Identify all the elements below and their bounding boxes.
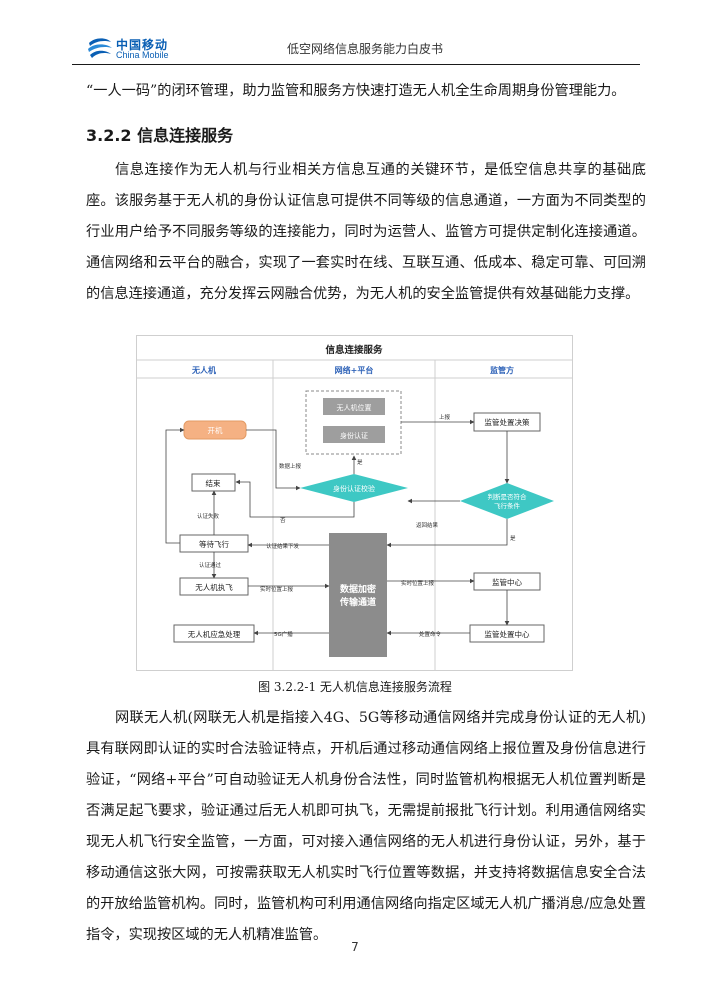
node-wait-label: 等待飞行 bbox=[199, 539, 229, 549]
edge-judge-to-channel bbox=[386, 519, 508, 548]
edge-label-auth-result-down: 认证结果下发 bbox=[266, 542, 300, 550]
edge-label-yes1: 是 bbox=[357, 459, 363, 466]
report-info-group bbox=[305, 390, 402, 455]
node-data-channel bbox=[329, 533, 387, 657]
node-judge bbox=[460, 483, 554, 519]
node-location-label: 无人机位置 bbox=[337, 403, 372, 412]
section-heading: 3.2.2 信息连接服务 bbox=[86, 126, 234, 145]
flow-diagram-svg: 信息连接服务 无人机 网络+平台 监管方 无人机位置 身份认证 开机 结束 身份… bbox=[136, 335, 573, 671]
lane-header-network: 网络+平台 bbox=[335, 365, 374, 375]
edge-label-auth-pass: 认证通过 bbox=[199, 561, 222, 569]
edge-label-disposal-cmd: 处置命令 bbox=[419, 630, 442, 638]
node-identity-label: 身份认证 bbox=[340, 431, 368, 440]
edge-label-return-result: 返回结果 bbox=[416, 521, 439, 529]
edge-label-realtime-up2: 实时位置上报 bbox=[401, 579, 435, 587]
edge-label-broadcast: 5G广播 bbox=[274, 630, 293, 638]
edge-label-yes2: 是 bbox=[510, 535, 516, 542]
paragraph-info-connection: 信息连接作为无人机与行业相关方信息互通的关键环节，是低空信息共享的基础底座。该服… bbox=[86, 162, 646, 302]
edge-label-upload: 上报 bbox=[439, 413, 451, 421]
node-supervision-center-label: 监管中心 bbox=[492, 577, 522, 587]
node-disposal-center-label: 监管处置中心 bbox=[485, 629, 530, 639]
lane-header-regulator: 监管方 bbox=[490, 365, 514, 375]
page-header: 中国移动 China Mobile 低空网络信息服务能力白皮书 bbox=[72, 30, 640, 66]
edge-poweron-to-verify bbox=[246, 429, 301, 491]
node-judge-label-2: 飞行条件 bbox=[494, 501, 521, 510]
page-number: 7 bbox=[351, 940, 359, 954]
paragraph-networked-drone: 网联无人机(网联无人机是指接入4G、5G等移动通信网络并完成身份认证的无人机)具… bbox=[86, 710, 646, 943]
node-verify-label: 身份认证校验 bbox=[333, 484, 375, 493]
node-identity bbox=[323, 426, 385, 443]
paragraph-intro: “一人一码”的闭环管理，助力监管和服务方快速打造无人机全生命周期身份管理能力。 bbox=[86, 83, 626, 99]
diagram-connectors bbox=[165, 419, 510, 636]
info-connection-flow-diagram: 信息连接服务 无人机 网络+平台 监管方 无人机位置 身份认证 开机 结束 身份… bbox=[136, 335, 573, 671]
node-data-channel-label-2: 传输通道 bbox=[339, 596, 376, 608]
edge-verify-to-end bbox=[235, 479, 355, 518]
edge-label-no1: 否 bbox=[280, 517, 286, 524]
lane-header-drone: 无人机 bbox=[191, 365, 216, 375]
node-judge-label-1: 判断是否符合 bbox=[488, 492, 528, 501]
figure-caption: 图 3.2.2-1 无人机信息连接服务流程 bbox=[258, 680, 452, 694]
node-power-on-label: 开机 bbox=[208, 425, 223, 435]
header-divider bbox=[72, 64, 640, 65]
china-mobile-logo: 中国移动 China Mobile bbox=[86, 34, 196, 62]
edge-label-data-report: 数据上报 bbox=[279, 462, 302, 470]
logo-text-cn: 中国移动 bbox=[116, 38, 169, 52]
node-data-channel-label-1: 数据加密 bbox=[340, 583, 376, 595]
edge-label-auth-fail: 认证失败 bbox=[197, 512, 220, 520]
edge-label-realtime-up1: 实时位置上报 bbox=[260, 585, 294, 593]
logo-text-en: China Mobile bbox=[116, 50, 169, 60]
document-title: 低空网络信息服务能力白皮书 bbox=[287, 42, 444, 56]
node-execute-label: 无人机执飞 bbox=[195, 582, 233, 592]
node-emergency-label: 无人机应急处理 bbox=[188, 629, 241, 639]
node-verify bbox=[300, 474, 408, 502]
node-location bbox=[323, 398, 385, 415]
node-end-label: 结束 bbox=[206, 478, 221, 488]
node-decision-center-label: 监管处置决策 bbox=[485, 417, 530, 427]
china-mobile-logo-mark-icon bbox=[88, 38, 112, 58]
diagram-title: 信息连接服务 bbox=[325, 344, 383, 356]
edge-wait-loop bbox=[165, 427, 185, 544]
